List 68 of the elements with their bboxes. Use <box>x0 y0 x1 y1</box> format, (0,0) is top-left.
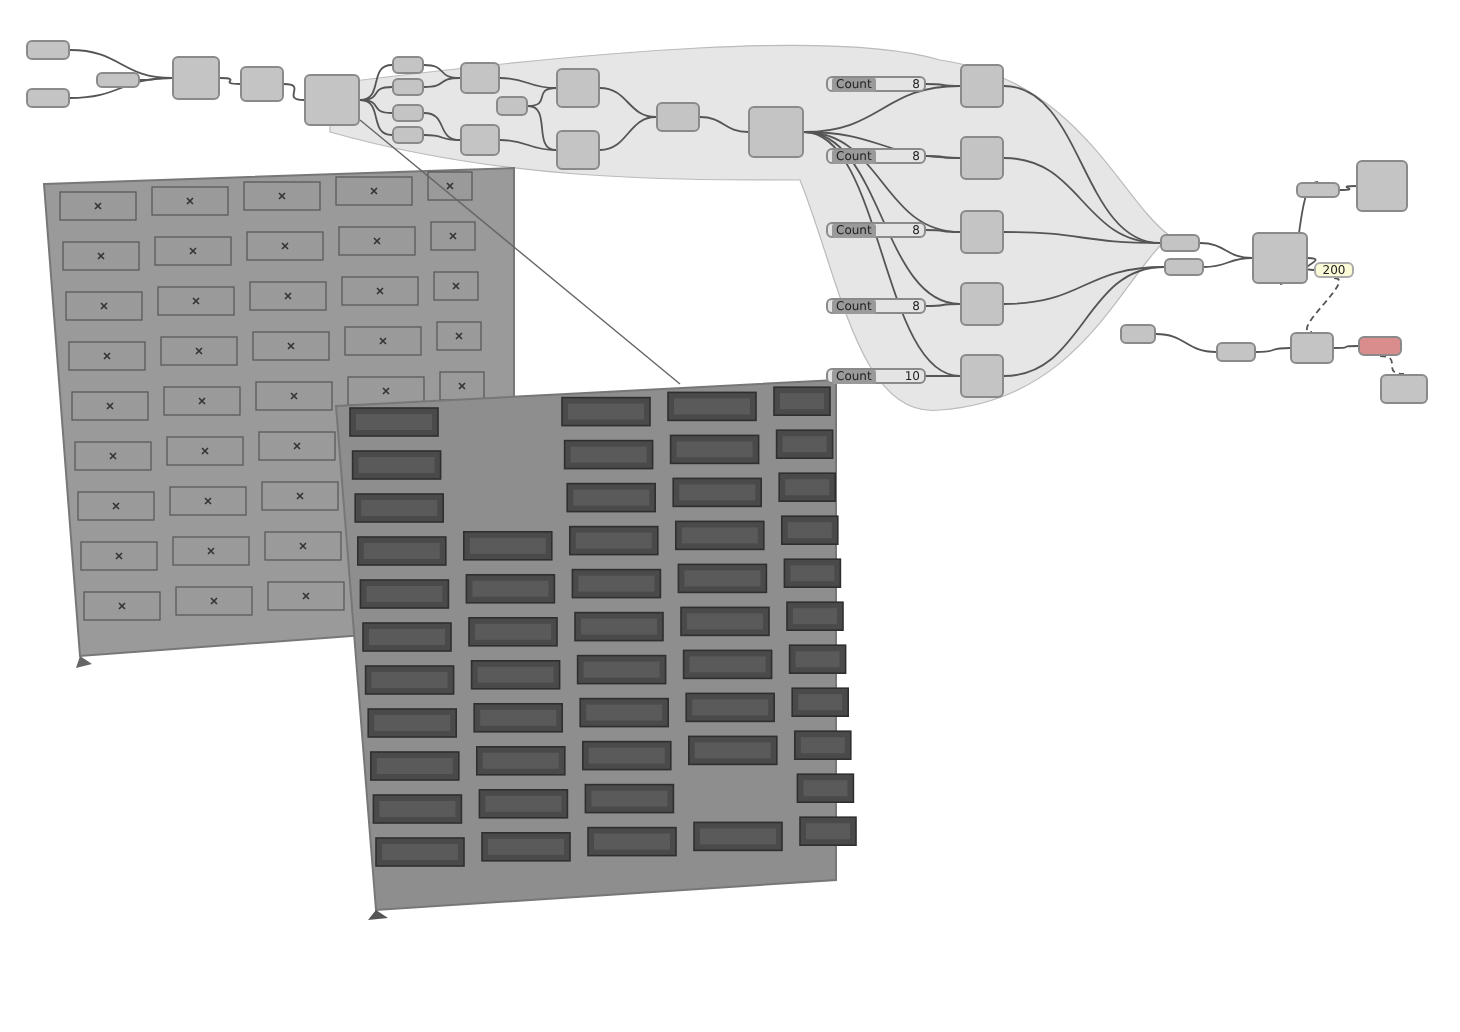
component-box <box>392 56 424 74</box>
component-box <box>392 78 424 96</box>
component-box <box>26 40 70 60</box>
number-slider <box>826 298 926 314</box>
wire <box>499 139 557 151</box>
wire <box>1306 277 1340 333</box>
wire <box>423 77 461 88</box>
component-box <box>1160 234 1200 252</box>
wire <box>1003 266 1165 377</box>
wire <box>925 303 961 307</box>
wire <box>599 87 657 118</box>
component-box <box>748 106 804 158</box>
component-box <box>96 72 140 88</box>
component-box <box>960 64 1004 108</box>
component-box <box>392 126 424 144</box>
number-slider <box>826 368 926 384</box>
component-box <box>392 104 424 122</box>
wire <box>359 99 393 136</box>
wire <box>499 77 557 89</box>
wire <box>527 87 557 107</box>
wire <box>925 155 961 159</box>
component-box <box>496 96 528 116</box>
wire <box>925 375 961 377</box>
number-slider <box>826 222 926 238</box>
component-box <box>556 68 600 108</box>
component-box <box>1216 342 1256 362</box>
wire <box>1305 257 1317 271</box>
component-box <box>1290 332 1334 364</box>
component-box <box>26 88 70 108</box>
component-box <box>556 130 600 170</box>
wire <box>1155 333 1217 353</box>
wire <box>1255 347 1291 353</box>
component-box <box>1380 374 1428 404</box>
number-slider <box>826 76 926 92</box>
wire <box>283 83 305 101</box>
wire <box>423 134 461 141</box>
component-box <box>1356 160 1408 212</box>
wire <box>219 77 241 85</box>
component-box <box>1164 258 1204 276</box>
wire <box>925 83 961 87</box>
wire <box>1339 185 1357 191</box>
component-box <box>240 66 284 102</box>
wire <box>423 112 461 141</box>
wire <box>527 105 557 151</box>
component-box <box>460 124 500 156</box>
component-box <box>460 62 500 94</box>
wire <box>139 77 173 81</box>
component-box <box>1120 324 1156 344</box>
component-box <box>1296 182 1340 198</box>
number-slider <box>826 148 926 164</box>
wire <box>1379 355 1405 375</box>
wire <box>925 229 961 233</box>
component-box <box>960 136 1004 180</box>
component-box <box>960 282 1004 326</box>
component-box <box>960 354 1004 398</box>
wire <box>1003 231 1161 244</box>
component-box <box>304 74 360 126</box>
wire <box>1203 257 1253 268</box>
wire <box>359 99 393 114</box>
component-box <box>1252 232 1308 284</box>
component-box <box>1358 336 1402 356</box>
component-box <box>172 56 220 100</box>
wire <box>699 116 749 133</box>
component-box <box>960 210 1004 254</box>
component-box <box>656 102 700 132</box>
wire <box>1333 345 1359 349</box>
wire <box>599 116 657 151</box>
wire <box>359 64 393 101</box>
